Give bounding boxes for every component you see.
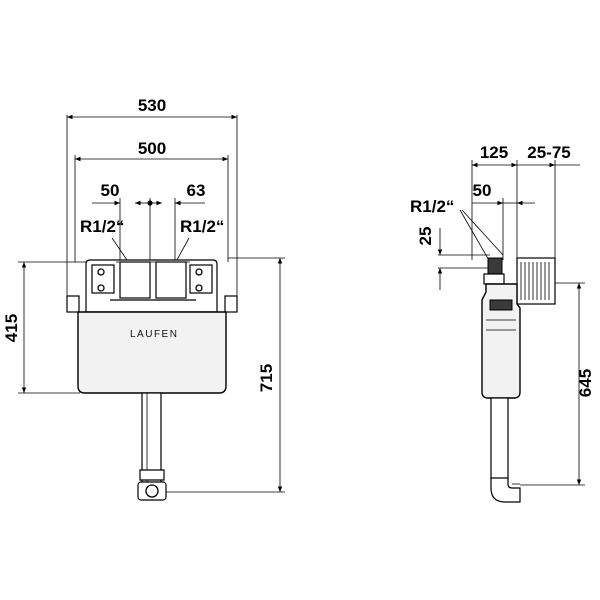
left-bracket: [66, 295, 80, 313]
dim-left-offset: 50: [101, 181, 120, 200]
left-inlet: [119, 261, 151, 299]
cistern-tank: [77, 311, 227, 394]
side-flush-column: [516, 257, 556, 305]
pipe-outlet: [137, 481, 167, 501]
side-flush-pipe: [490, 397, 509, 481]
dim-depth: 125: [480, 143, 508, 162]
dim-frame-width: 500: [138, 139, 166, 158]
dim-inlet-offset: 50: [473, 181, 492, 200]
dim-overall-width: 530: [138, 96, 166, 115]
center-point: [147, 200, 153, 206]
dim-wall-range: 25-75: [527, 143, 570, 162]
right-inlet: [155, 261, 187, 299]
thread-label-left: R1/2“: [80, 217, 124, 236]
thread-label-side: R1/2“: [410, 197, 454, 216]
front-view: 530 500 50 63 R1/2“ R1/2“ 415 715: [2, 96, 285, 501]
right-bracket: [224, 295, 238, 313]
dim-outlet-height: 645: [576, 369, 595, 397]
dim-cistern-height: 415: [2, 314, 21, 342]
side-cistern-body: [481, 283, 521, 399]
dim-total-height: 715: [257, 364, 276, 392]
side-pipe-bend: [490, 477, 521, 503]
side-inlet-valve: [487, 257, 503, 275]
thread-label-right: R1/2“: [180, 217, 224, 236]
brand-logo: LAUFEN: [130, 329, 178, 340]
side-view: 125 25-75 50 R1/2“ 25 645: [410, 143, 595, 503]
dim-inlet-height: 25: [416, 227, 435, 246]
dim-right-offset: 63: [187, 181, 206, 200]
